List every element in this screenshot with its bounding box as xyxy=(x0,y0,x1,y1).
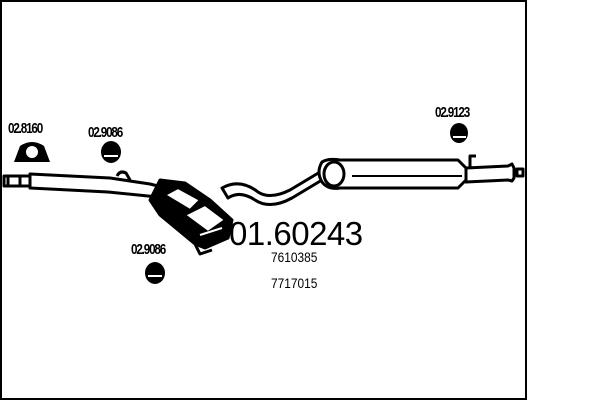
center-muffler xyxy=(148,178,234,256)
oe-number: 7717015 xyxy=(271,275,318,291)
rubber-hanger-rear-icon xyxy=(450,123,468,143)
rear-muffler xyxy=(317,157,468,190)
diagram-frame xyxy=(0,0,527,400)
tail-pipe xyxy=(464,154,525,184)
oe-number: 7610385 xyxy=(271,249,318,265)
pipe-hanger-hook xyxy=(115,170,132,181)
part-code-label: 02.9086 xyxy=(131,241,166,258)
rubber-hanger-front-icon xyxy=(101,141,121,163)
part-code-label: 02.9123 xyxy=(435,104,470,121)
part-code-label: 02.9086 xyxy=(88,124,123,141)
front-pipe xyxy=(2,172,160,199)
rubber-mount-ring-icon xyxy=(14,142,50,162)
main-part-number: 01.60243 xyxy=(229,215,363,252)
part-code-label: 02.8160 xyxy=(8,120,43,137)
mid-pipe xyxy=(220,170,324,206)
rubber-hanger-middle-icon xyxy=(145,262,165,284)
